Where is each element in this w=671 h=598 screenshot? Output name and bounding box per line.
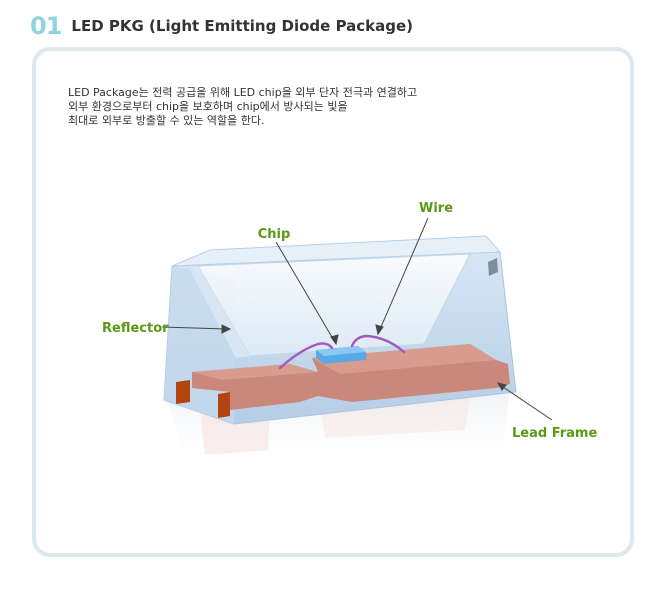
section-header: 01 LED PKG (Light Emitting Diode Package… <box>30 12 413 40</box>
led-chip <box>316 346 366 364</box>
section-title: LED PKG (Light Emitting Diode Package) <box>71 17 414 35</box>
label-lead-frame: Lead Frame <box>512 426 597 441</box>
description-line: LED Package는 전력 공급을 위해 LED chip을 외부 단자 전… <box>68 86 418 99</box>
terminal-right <box>218 392 230 418</box>
label-reflector: Reflector <box>102 321 169 336</box>
bond-wires <box>278 334 406 370</box>
label-wire: Wire <box>419 201 453 216</box>
section-number: 01 <box>30 12 62 40</box>
corner-notch <box>488 258 498 276</box>
description-text: LED Package는 전력 공급을 위해 LED chip을 외부 단자 전… <box>68 86 488 128</box>
description-line: 외부 환경으로부터 chip을 보호하며 chip에서 방사되는 빛을 <box>68 100 348 113</box>
leader-lines <box>161 217 553 421</box>
terminal-left <box>176 380 190 404</box>
description-line: 최대로 외부로 방출할 수 있는 역할을 한다. <box>68 114 265 127</box>
label-chip: Chip <box>258 227 291 242</box>
